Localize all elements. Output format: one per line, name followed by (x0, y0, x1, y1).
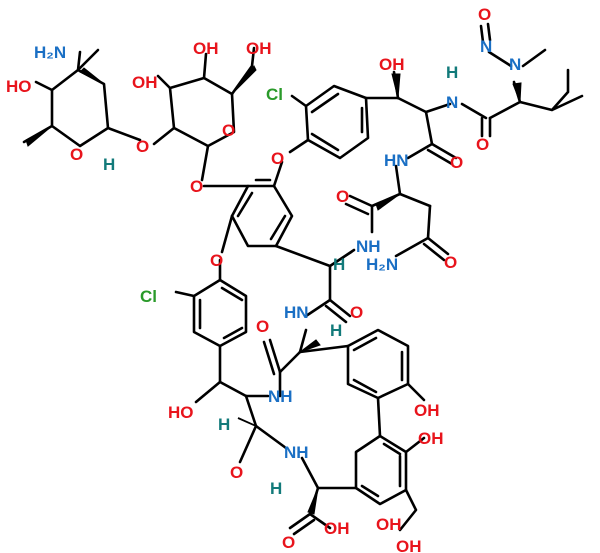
asparagine-carbonyl-oxygen: O (444, 253, 457, 272)
alpha-hydrogen-center: H (333, 255, 345, 274)
carbonyl-oxygen-leu: O (476, 135, 489, 154)
sugar-hydroxyl-3: OH (132, 73, 158, 92)
stereo-bonds (25, 65, 522, 515)
phenol-hydroxyl-2: OH (418, 429, 444, 448)
nitroso-nitrogen: N (480, 37, 492, 56)
glycosidic-oxygen: O (136, 137, 149, 156)
bond-lines (22, 22, 584, 536)
phenol-hydroxyl-4: OH (396, 537, 422, 553)
asparagine-amide-nh2: H₂N (366, 255, 398, 274)
benzylic-hydroxyl-top: OH (379, 55, 405, 74)
amide-nitrogen-lower: HN (284, 303, 309, 322)
alpha-hydrogen-bottom: H (270, 479, 282, 498)
nitroso-oxygen: O (478, 5, 491, 24)
benzylic-hydroxyl-left: HO (168, 403, 194, 422)
amide-nitrogen-bottom: NH (284, 443, 309, 462)
amino-sugar-nh2: H₂N (34, 43, 66, 62)
amino-sugar-ring-oxygen: O (70, 145, 83, 164)
amide-hydrogen-top: H (446, 63, 458, 82)
sugar-hydroxyl-4: OH (193, 39, 219, 58)
amide-nitrogen-center: NH (356, 237, 381, 256)
alpha-hydrogen-left: H (218, 415, 230, 434)
carboxylic-acid-oxygen: O (282, 533, 295, 552)
ether-oxygen-left: O (210, 251, 223, 270)
carboxylic-acid-hydroxyl: OH (324, 519, 350, 538)
amide-nitrogen-mid: HN (384, 151, 409, 170)
amino-sugar-hydroxyl: HO (6, 77, 32, 96)
sugar-ring-oxygen: O (222, 121, 235, 140)
carbonyl-oxygen-left: O (230, 463, 243, 482)
phenol-hydroxyl-1: OH (414, 401, 440, 420)
chlorine-left: Cl (140, 287, 157, 306)
carbonyl-oxygen-ring: O (256, 317, 269, 336)
chlorine-top: Cl (266, 85, 283, 104)
amide-nitrogen-left: NH (268, 387, 293, 406)
atom-labels: O N N N H OH Cl O HN O O O OH OH OH O O … (6, 5, 521, 553)
aryl-ether-oxygen: O (190, 177, 203, 196)
carbonyl-oxygen-center: O (350, 303, 363, 322)
n-methyl-nitrogen: N (509, 55, 521, 74)
anomeric-hydrogen: H (103, 155, 115, 174)
phenol-hydroxyl-3: OH (376, 515, 402, 534)
carbonyl-oxygen-mid: O (336, 187, 349, 206)
ether-oxygen-top: O (271, 149, 284, 168)
sugar-ch2oh: OH (246, 39, 272, 58)
alpha-hydrogen-lower: H (330, 321, 342, 340)
carbonyl-oxygen-top: O (450, 153, 463, 172)
amide-nitrogen-top: N (446, 93, 458, 112)
